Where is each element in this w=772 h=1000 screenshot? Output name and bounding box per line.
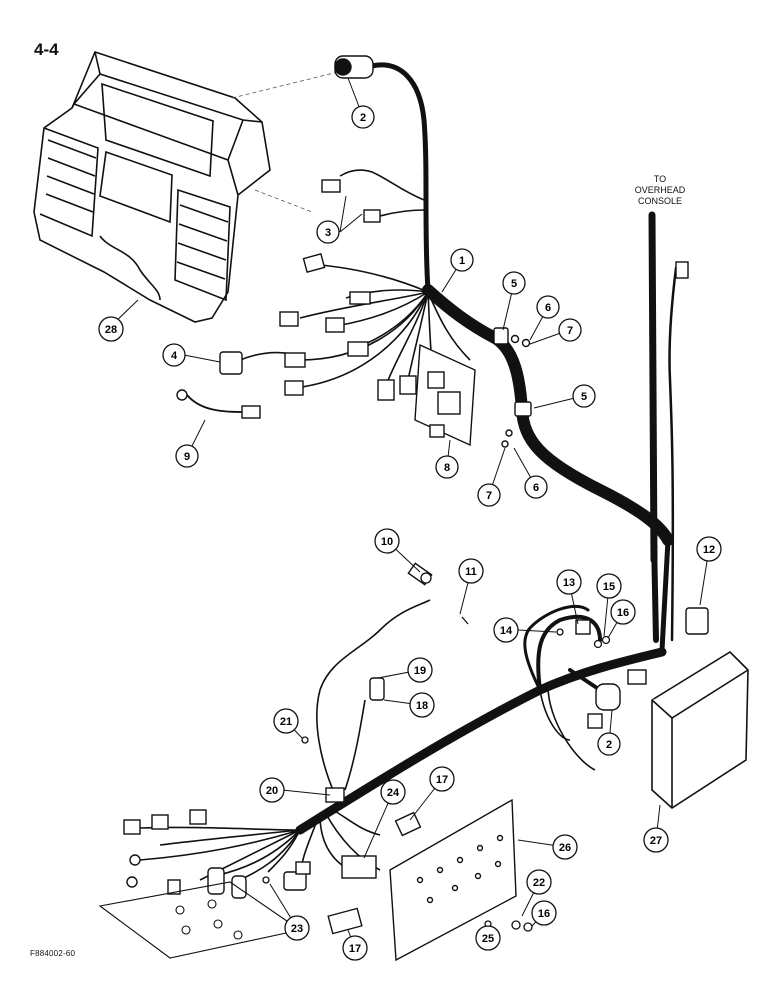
callout-label: 5 bbox=[511, 278, 517, 290]
callout: 6 bbox=[536, 295, 560, 319]
callout-label: 16 bbox=[538, 908, 550, 920]
callout: 10 bbox=[374, 528, 400, 554]
callout-label: 15 bbox=[603, 581, 615, 593]
callout: 22 bbox=[526, 869, 552, 895]
callout: 16 bbox=[531, 900, 557, 926]
callout-label: 17 bbox=[436, 774, 448, 786]
callout-label: 5 bbox=[581, 391, 587, 403]
callout: 17 bbox=[342, 935, 368, 961]
callout-label: 2 bbox=[606, 739, 612, 751]
callout-label: 22 bbox=[533, 877, 545, 889]
overhead-console-note: TO OVERHEAD CONSOLE bbox=[620, 174, 700, 207]
callout: 13 bbox=[556, 569, 582, 595]
control-module bbox=[651, 650, 749, 810]
callout: 1 bbox=[450, 248, 474, 272]
callout-label: 26 bbox=[559, 842, 571, 854]
callout: 27 bbox=[643, 827, 669, 853]
relay-board bbox=[414, 343, 476, 447]
callout-label: 18 bbox=[416, 700, 428, 712]
callout-label: 12 bbox=[703, 544, 715, 556]
callout-label: 2 bbox=[360, 112, 366, 124]
callout: 6 bbox=[524, 475, 548, 499]
leader-line bbox=[231, 71, 339, 99]
callout: 4 bbox=[162, 343, 186, 367]
callout-label: 6 bbox=[533, 482, 539, 494]
callout: 15 bbox=[596, 573, 622, 599]
callout-label: 7 bbox=[486, 490, 492, 502]
callout: 17 bbox=[429, 766, 455, 792]
callout: 14 bbox=[493, 617, 519, 643]
callout-label: 20 bbox=[266, 785, 278, 797]
callout: 12 bbox=[696, 536, 722, 562]
callout-label: 25 bbox=[482, 933, 494, 945]
callout: 21 bbox=[273, 708, 299, 734]
callout-label: 16 bbox=[617, 607, 629, 619]
callout-label: 27 bbox=[650, 835, 662, 847]
callout-label: 6 bbox=[545, 302, 551, 314]
mounting-panel bbox=[389, 798, 517, 962]
callout: 5 bbox=[572, 384, 596, 408]
callout-label: 7 bbox=[567, 325, 573, 337]
page-label: 4-4 bbox=[34, 40, 59, 59]
callout-label: 8 bbox=[444, 462, 450, 474]
main-harness bbox=[295, 62, 678, 835]
callout: 20 bbox=[259, 777, 285, 803]
callout: 26 bbox=[552, 834, 578, 860]
callout: 7 bbox=[477, 483, 501, 507]
callout-label: 11 bbox=[465, 566, 477, 578]
callout: 3 bbox=[316, 220, 340, 244]
figure-code: F884002-60 bbox=[30, 949, 76, 958]
callout: 9 bbox=[175, 444, 199, 468]
wire bbox=[186, 394, 243, 413]
callout-label: 23 bbox=[291, 923, 303, 935]
callout: 2 bbox=[597, 732, 621, 756]
callout-label: 1 bbox=[459, 255, 465, 267]
floor-plate bbox=[98, 881, 302, 959]
callout-label: 13 bbox=[563, 577, 575, 589]
callout: 24 bbox=[380, 779, 406, 805]
callout-label: 24 bbox=[387, 787, 400, 799]
callout: 7 bbox=[558, 318, 582, 342]
instrument-cluster-cover bbox=[33, 51, 271, 323]
callout: 2 bbox=[351, 105, 375, 129]
console-note-line: OVERHEAD bbox=[634, 185, 686, 195]
lower-branch-wires bbox=[139, 599, 596, 881]
callout: 18 bbox=[409, 692, 435, 718]
harness-clamps bbox=[493, 327, 532, 448]
callout: 23 bbox=[284, 915, 310, 941]
console-note-line: CONSOLE bbox=[637, 196, 682, 206]
callout: 25 bbox=[475, 925, 501, 951]
console-note-line: TO bbox=[653, 174, 667, 184]
callout: 19 bbox=[407, 657, 433, 683]
callout: 16 bbox=[610, 599, 636, 625]
callout-label: 3 bbox=[325, 227, 331, 239]
callout: 8 bbox=[435, 455, 459, 479]
lower-connectors bbox=[123, 261, 709, 935]
callout: 5 bbox=[502, 271, 526, 295]
callout-label: 19 bbox=[414, 665, 426, 677]
callout-label: 4 bbox=[171, 350, 178, 362]
upper-connectors bbox=[176, 55, 417, 419]
callout-label: 10 bbox=[381, 536, 393, 548]
callout-label: 17 bbox=[349, 943, 361, 955]
leader-line bbox=[254, 189, 313, 213]
callout-label: 14 bbox=[500, 625, 513, 637]
callout: 11 bbox=[458, 558, 484, 584]
callout-label: 21 bbox=[280, 716, 292, 728]
callout: 28 bbox=[98, 316, 124, 342]
callout-label: 28 bbox=[105, 324, 117, 336]
callout-label: 9 bbox=[184, 451, 190, 463]
